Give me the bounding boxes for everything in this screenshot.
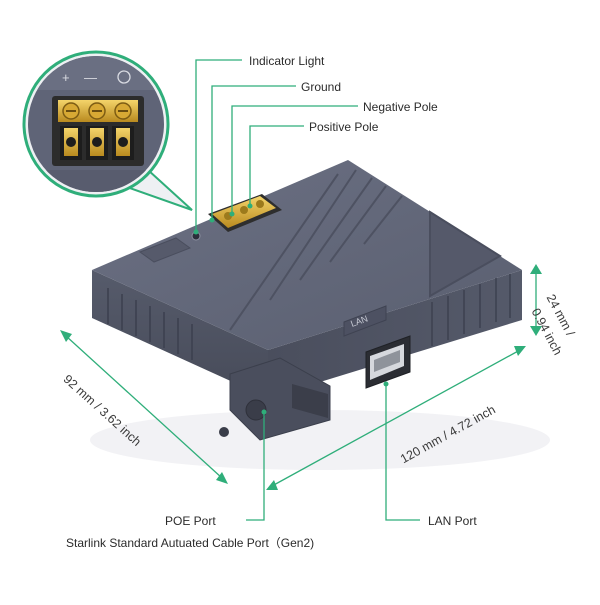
device-body: LAN [90,160,550,470]
poe-port-label: POE Port [165,514,216,528]
cable-port-label: Starlink Standard Autuated Cable Port（Ge… [66,536,315,550]
lan-port-label: LAN Port [428,514,477,528]
zoom-minus-mark: — [84,70,97,85]
positive-pole-label: Positive Pole [309,120,379,134]
zoom-plus-mark: + [62,70,70,85]
dimension-arrows [60,264,542,490]
terminal-zoom-bubble: + — [22,50,193,211]
zoom-ground-mark [117,70,131,84]
callout-lines [195,59,420,521]
indicator-light-label: Indicator Light [249,54,325,68]
ground-label: Ground [301,80,342,94]
negative-pole-label: Negative Pole [363,100,438,114]
